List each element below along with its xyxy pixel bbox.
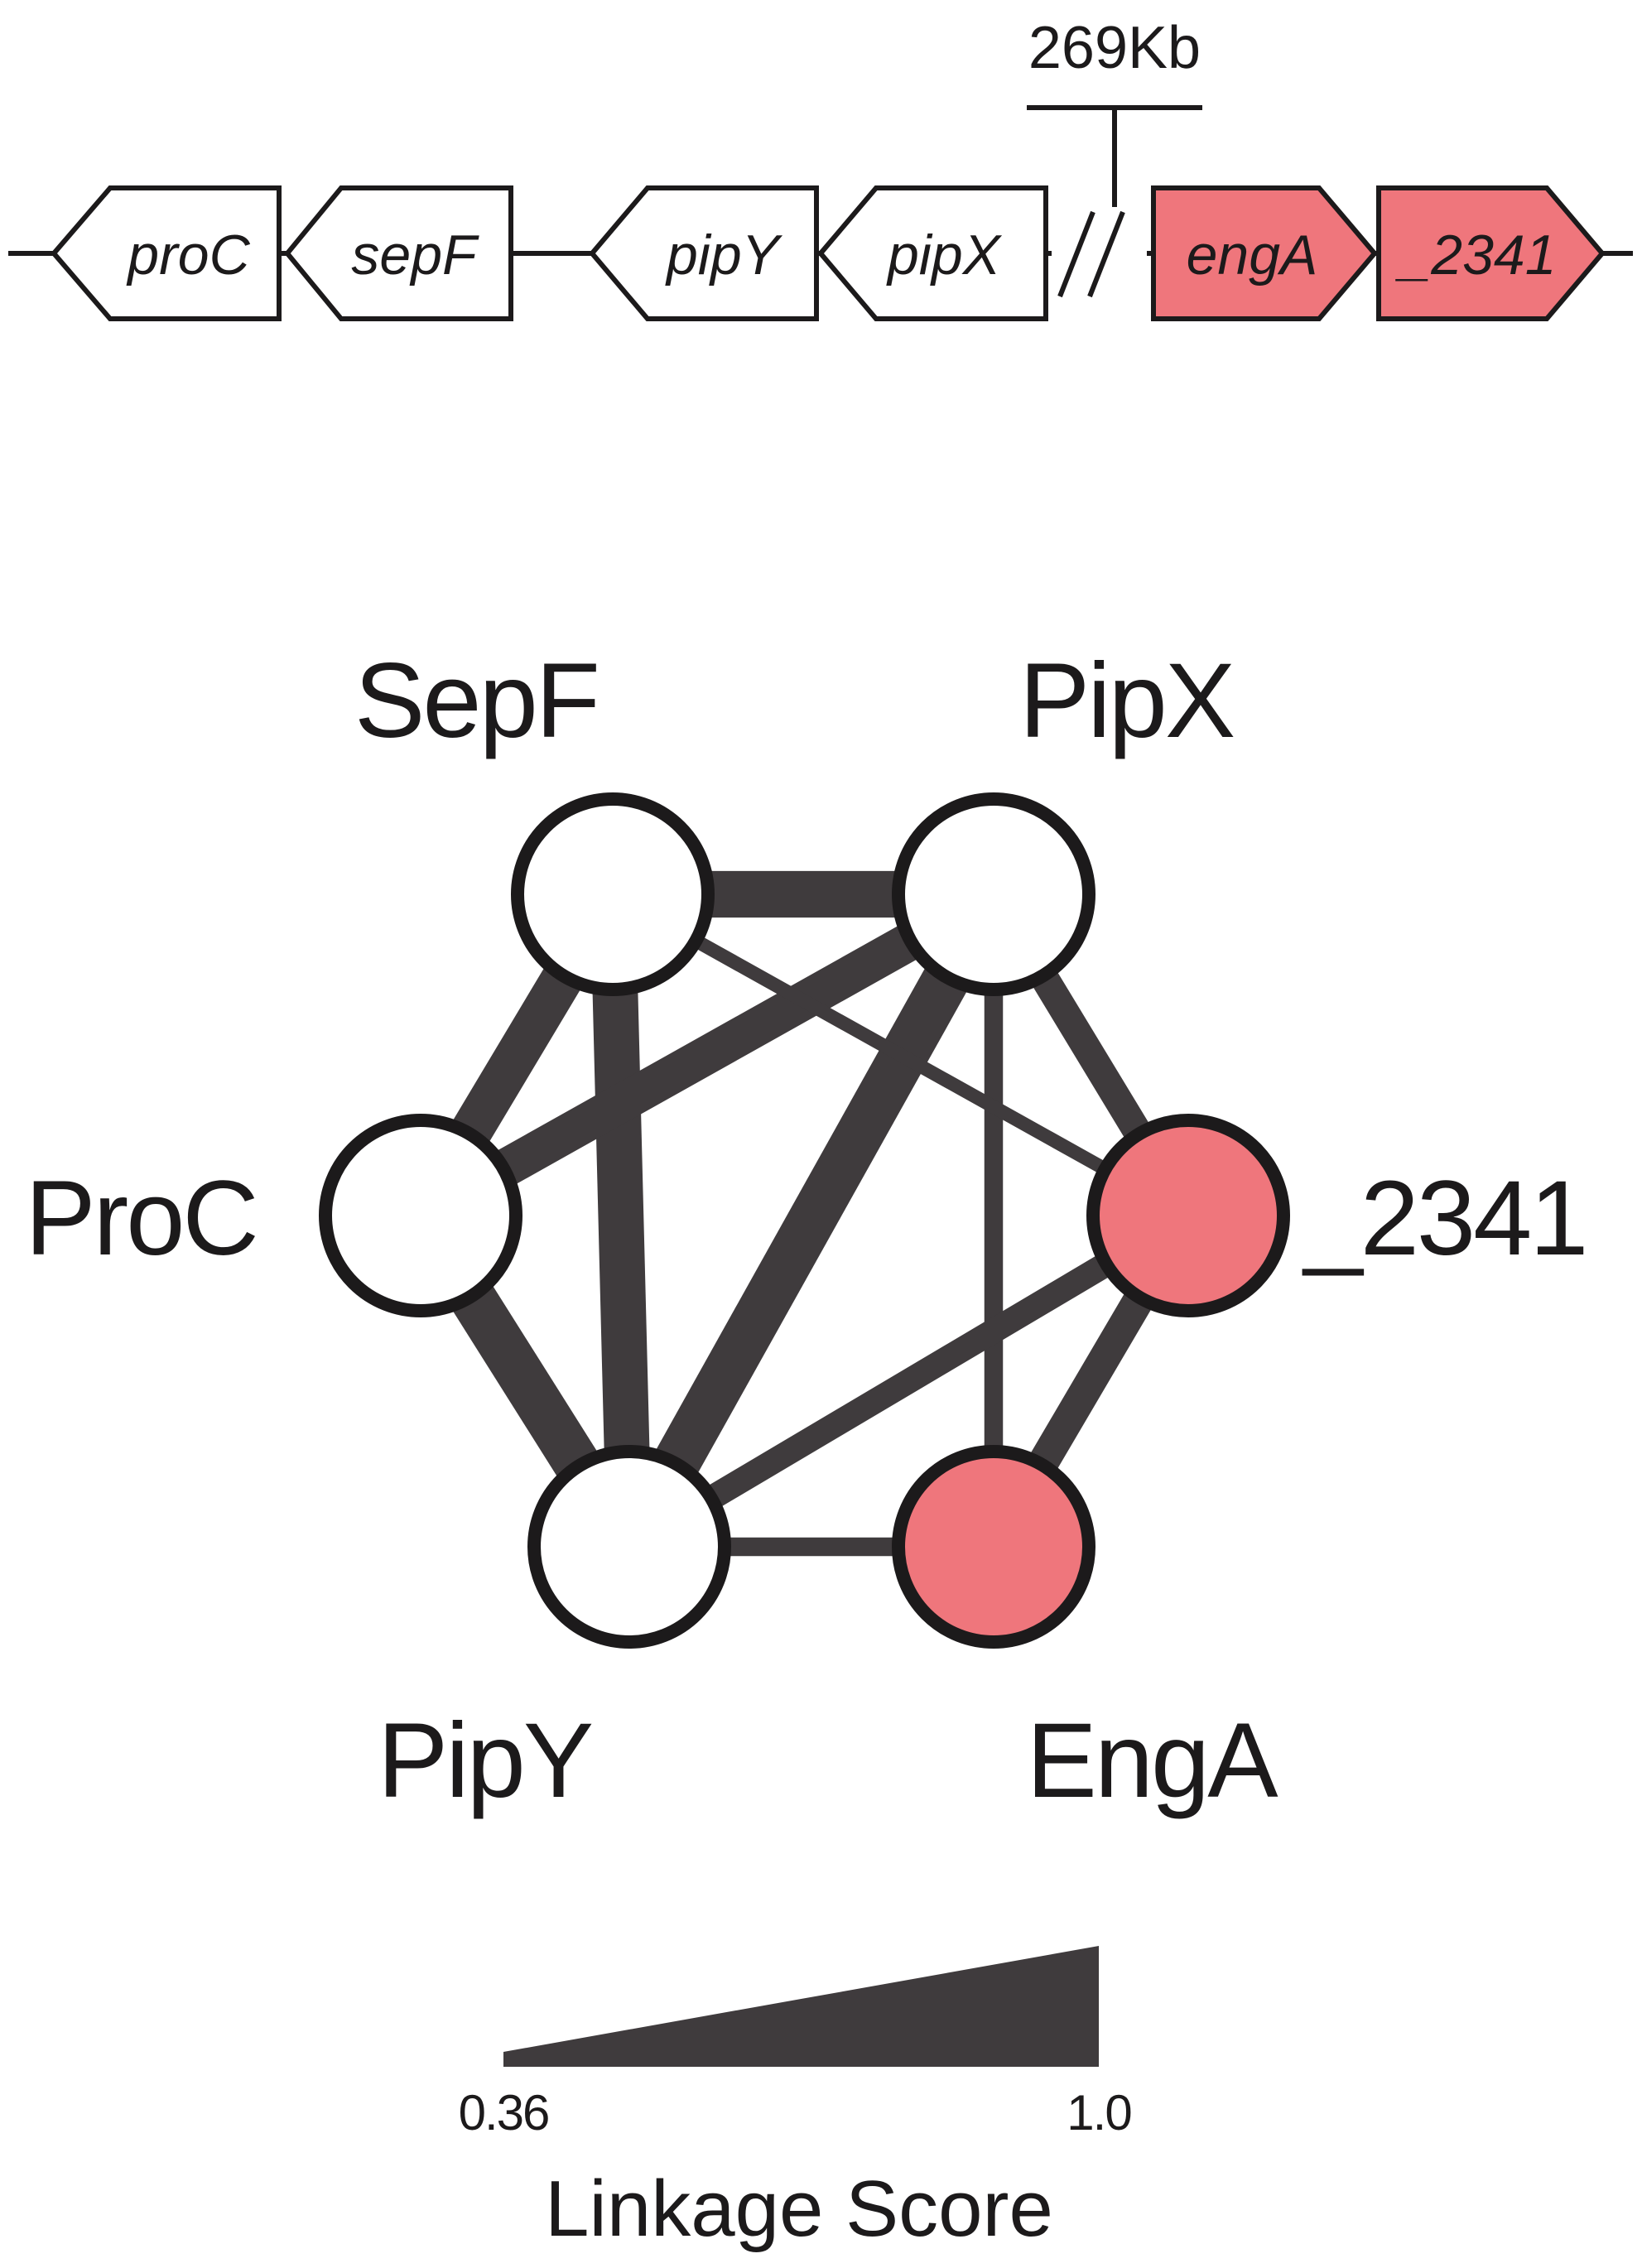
gene-sepf: sepF <box>284 185 513 321</box>
legend-min-label: 0.36 <box>459 2085 549 2140</box>
gene-pipx-arrow <box>817 185 1048 321</box>
break-mark-2 <box>1087 210 1125 298</box>
gene-sepf-label: sepF <box>351 224 479 287</box>
edge-sepf-pipy <box>590 893 652 1548</box>
legend-max-label: 1.0 <box>1067 2085 1131 2140</box>
gene-2341-arrow <box>1376 185 1606 321</box>
node-labels: SepF PipX ProC _2341 PipY EngA <box>25 642 1588 1820</box>
edge-pipy-2341 <box>623 1205 1195 1558</box>
gene-pipy-arrow <box>589 185 819 321</box>
gene-pipx: pipX <box>817 185 1048 321</box>
edge-proc-pipx <box>411 877 1004 1233</box>
gene-enga-arrow <box>1151 185 1378 321</box>
gene-proc-label: proC <box>126 224 250 287</box>
break-mark-1 <box>1057 210 1095 298</box>
node-label-enga: EngA <box>1026 1702 1278 1820</box>
linkage-score-legend: 0.36 1.0 Linkage Score <box>459 1946 1133 2253</box>
legend-wedge <box>503 1946 1099 2067</box>
gene-neighborhood-track: 269Kb proC sepF pipY pipX engA _2341 <box>8 15 1633 321</box>
gene-pipx-label: pipX <box>886 224 1003 287</box>
network-edges <box>400 870 1202 1560</box>
node-pipy <box>527 1445 731 1649</box>
node-sepf <box>511 792 715 996</box>
legend-title: Linkage Score <box>545 2164 1053 2253</box>
node-label-pipx: PipX <box>1019 642 1234 760</box>
gene-pipy: pipY <box>589 185 819 321</box>
node-enga <box>892 1445 1095 1649</box>
node-label-sepf: SepF <box>354 642 598 760</box>
gene-proc: proC <box>51 185 282 321</box>
gene-2341-label: _2341 <box>1394 224 1556 287</box>
gene-pipy-label: pipY <box>665 224 783 287</box>
node-proc <box>319 1114 522 1317</box>
gene-2341: _2341 <box>1376 185 1606 321</box>
gene-enga: engA <box>1151 185 1378 321</box>
linkage-network: SepF PipX ProC _2341 PipY EngA <box>25 642 1588 1820</box>
edge-sepf-2341 <box>609 888 1192 1222</box>
node-label-proc: ProC <box>25 1159 257 1278</box>
gene-proc-arrow <box>51 185 282 321</box>
network-nodes <box>319 792 1290 1649</box>
edge-pipx-pipy <box>608 882 1015 1559</box>
node-label-pipy: PipY <box>378 1702 592 1820</box>
gene-sepf-arrow <box>284 185 513 321</box>
node-2341 <box>1086 1114 1290 1317</box>
gene-enga-label: engA <box>1187 224 1318 287</box>
node-pipx <box>892 792 1095 996</box>
node-label-2341: _2341 <box>1303 1159 1587 1278</box>
distance-label: 269Kb <box>1028 15 1201 81</box>
